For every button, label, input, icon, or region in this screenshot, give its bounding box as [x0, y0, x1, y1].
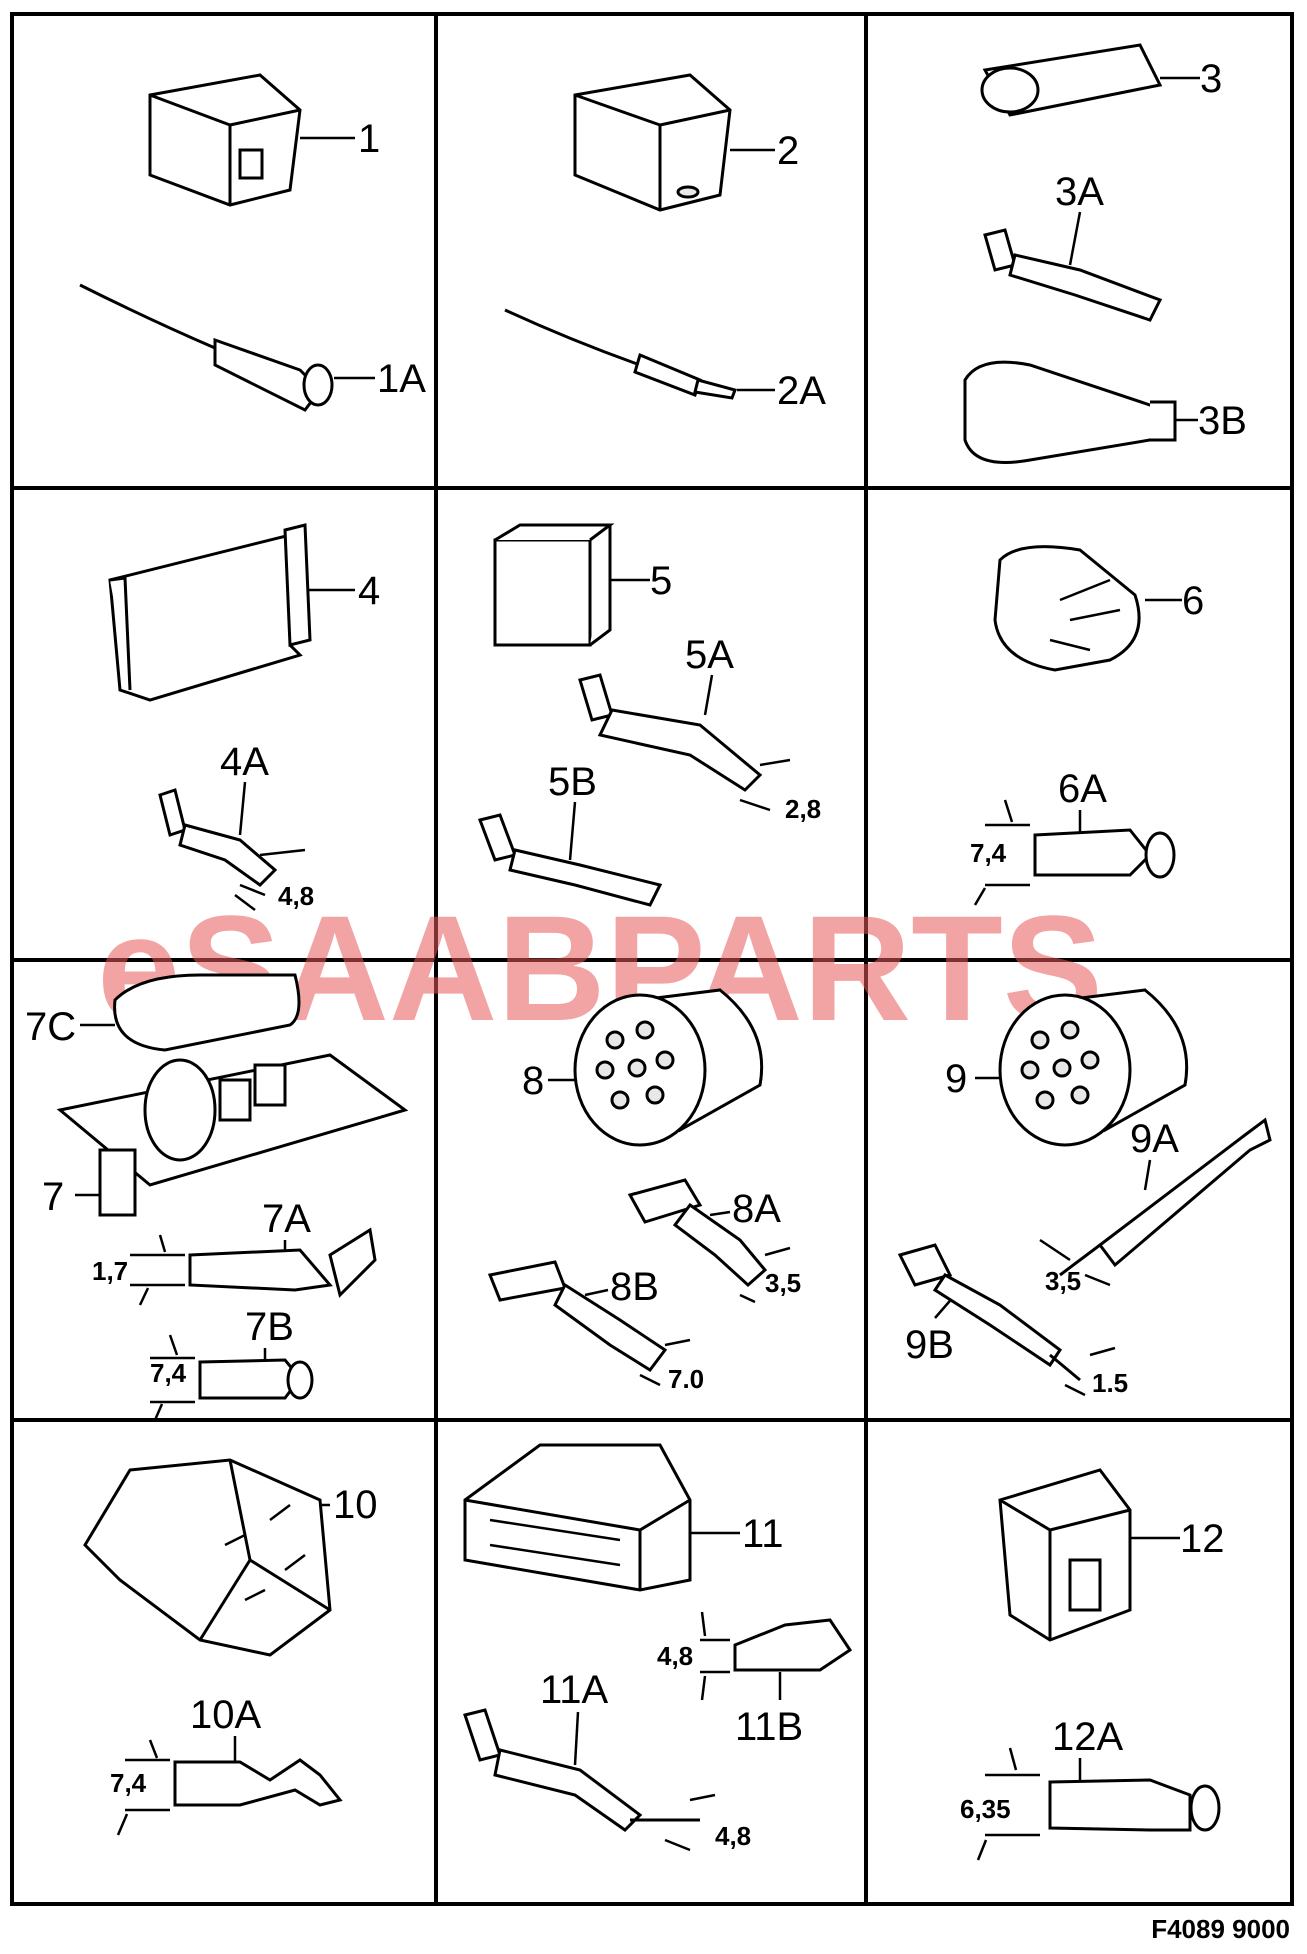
part-1-relay-base [148, 73, 355, 207]
label-5a: 5A [685, 633, 734, 677]
label-3a: 3A [1055, 170, 1104, 214]
label-6: 6 [1182, 579, 1204, 623]
label-11b: 11B [735, 1705, 803, 1749]
label-7c: 7C [25, 1005, 76, 1049]
label-6a: 6A [1058, 767, 1107, 811]
dim-8b: 7.0 [668, 1364, 704, 1394]
label-7: 7 [42, 1175, 64, 1219]
part-9b-terminal [897, 1243, 1116, 1397]
label-10a: 10A [190, 1693, 261, 1737]
part-7c-cover [80, 973, 301, 1052]
diagram-reference: F4089 9000 [1151, 1914, 1290, 1944]
part-5b-terminal [478, 801, 663, 907]
label-12a: 12A [1052, 1715, 1123, 1759]
part-8-round-connector [548, 988, 764, 1147]
part-8a-terminal [627, 1178, 791, 1304]
label-11: 11 [742, 1512, 784, 1556]
dim-6a: 7,4 [970, 838, 1007, 868]
part-1a-socket-wire [79, 283, 375, 412]
part-3b-boot [963, 360, 1198, 464]
label-5b: 5B [548, 760, 597, 804]
label-1a: 1A [377, 357, 426, 401]
dim-7b: 7,4 [150, 1358, 187, 1388]
label-5: 5 [650, 559, 672, 603]
dim-11a: 4,8 [715, 1821, 751, 1851]
label-11a: 11A [540, 1668, 609, 1712]
part-12-connector-housing [998, 1468, 1180, 1642]
dim-9a: 3,5 [1045, 1266, 1081, 1296]
part-10a-terminal [116, 1736, 343, 1836]
part-9-round-connector [975, 988, 1189, 1147]
part-9a-pin [1039, 1117, 1272, 1287]
dim-11b: 4,8 [657, 1641, 693, 1671]
dim-8a: 3,5 [765, 1268, 801, 1298]
label-3: 3 [1200, 57, 1222, 101]
dim-10a: 7,4 [110, 1768, 147, 1798]
label-8: 8 [522, 1059, 544, 1103]
label-4a: 4A [220, 740, 269, 784]
part-7-circuit-board [56, 1053, 409, 1217]
dim-7a: 1,7 [92, 1256, 128, 1286]
label-1: 1 [358, 117, 380, 161]
part-10-socket-housing [83, 1458, 332, 1657]
dim-12a: 6,35 [960, 1794, 1011, 1824]
grid-frame [10, 12, 1294, 1906]
part-4a-terminal [158, 781, 306, 911]
label-9: 9 [945, 1057, 967, 1101]
part-7a-terminal [130, 1227, 377, 1306]
label-8a: 8A [732, 1187, 781, 1231]
part-3a-terminal [983, 211, 1163, 322]
part-8b-terminal [487, 1260, 691, 1387]
label-8b: 8B [610, 1265, 659, 1309]
part-11a-terminal [463, 1708, 716, 1852]
label-10: 10 [333, 1483, 378, 1527]
part-11b-terminal [700, 1611, 853, 1701]
dim-5a: 2,8 [785, 794, 821, 824]
part-2-relay-base [573, 73, 775, 212]
part-4-terminal-carrier [108, 523, 355, 702]
part-5a-terminal [578, 673, 791, 812]
label-3b: 3B [1198, 399, 1247, 443]
part-3-connector-housing [980, 43, 1200, 117]
part-5-relay [493, 523, 650, 647]
dim-4a: 4,8 [278, 881, 314, 911]
label-9b: 9B [905, 1323, 954, 1367]
label-2a: 2A [777, 369, 826, 413]
part-7b-terminal [150, 1334, 314, 1421]
dim-9b: 1.5 [1092, 1368, 1128, 1398]
part-2a-pin-wire [504, 308, 775, 400]
part-11-multi-connector [463, 1443, 740, 1592]
label-2: 2 [777, 129, 799, 173]
part-6-round-housing [993, 545, 1182, 672]
part-12a-terminal [976, 1747, 1221, 1861]
label-12: 12 [1180, 1517, 1225, 1561]
part-6a-terminal [973, 799, 1176, 906]
label-7a: 7A [262, 1197, 311, 1241]
label-4: 4 [358, 569, 380, 613]
label-7b: 7B [245, 1305, 294, 1349]
label-9a: 9A [1130, 1117, 1179, 1161]
